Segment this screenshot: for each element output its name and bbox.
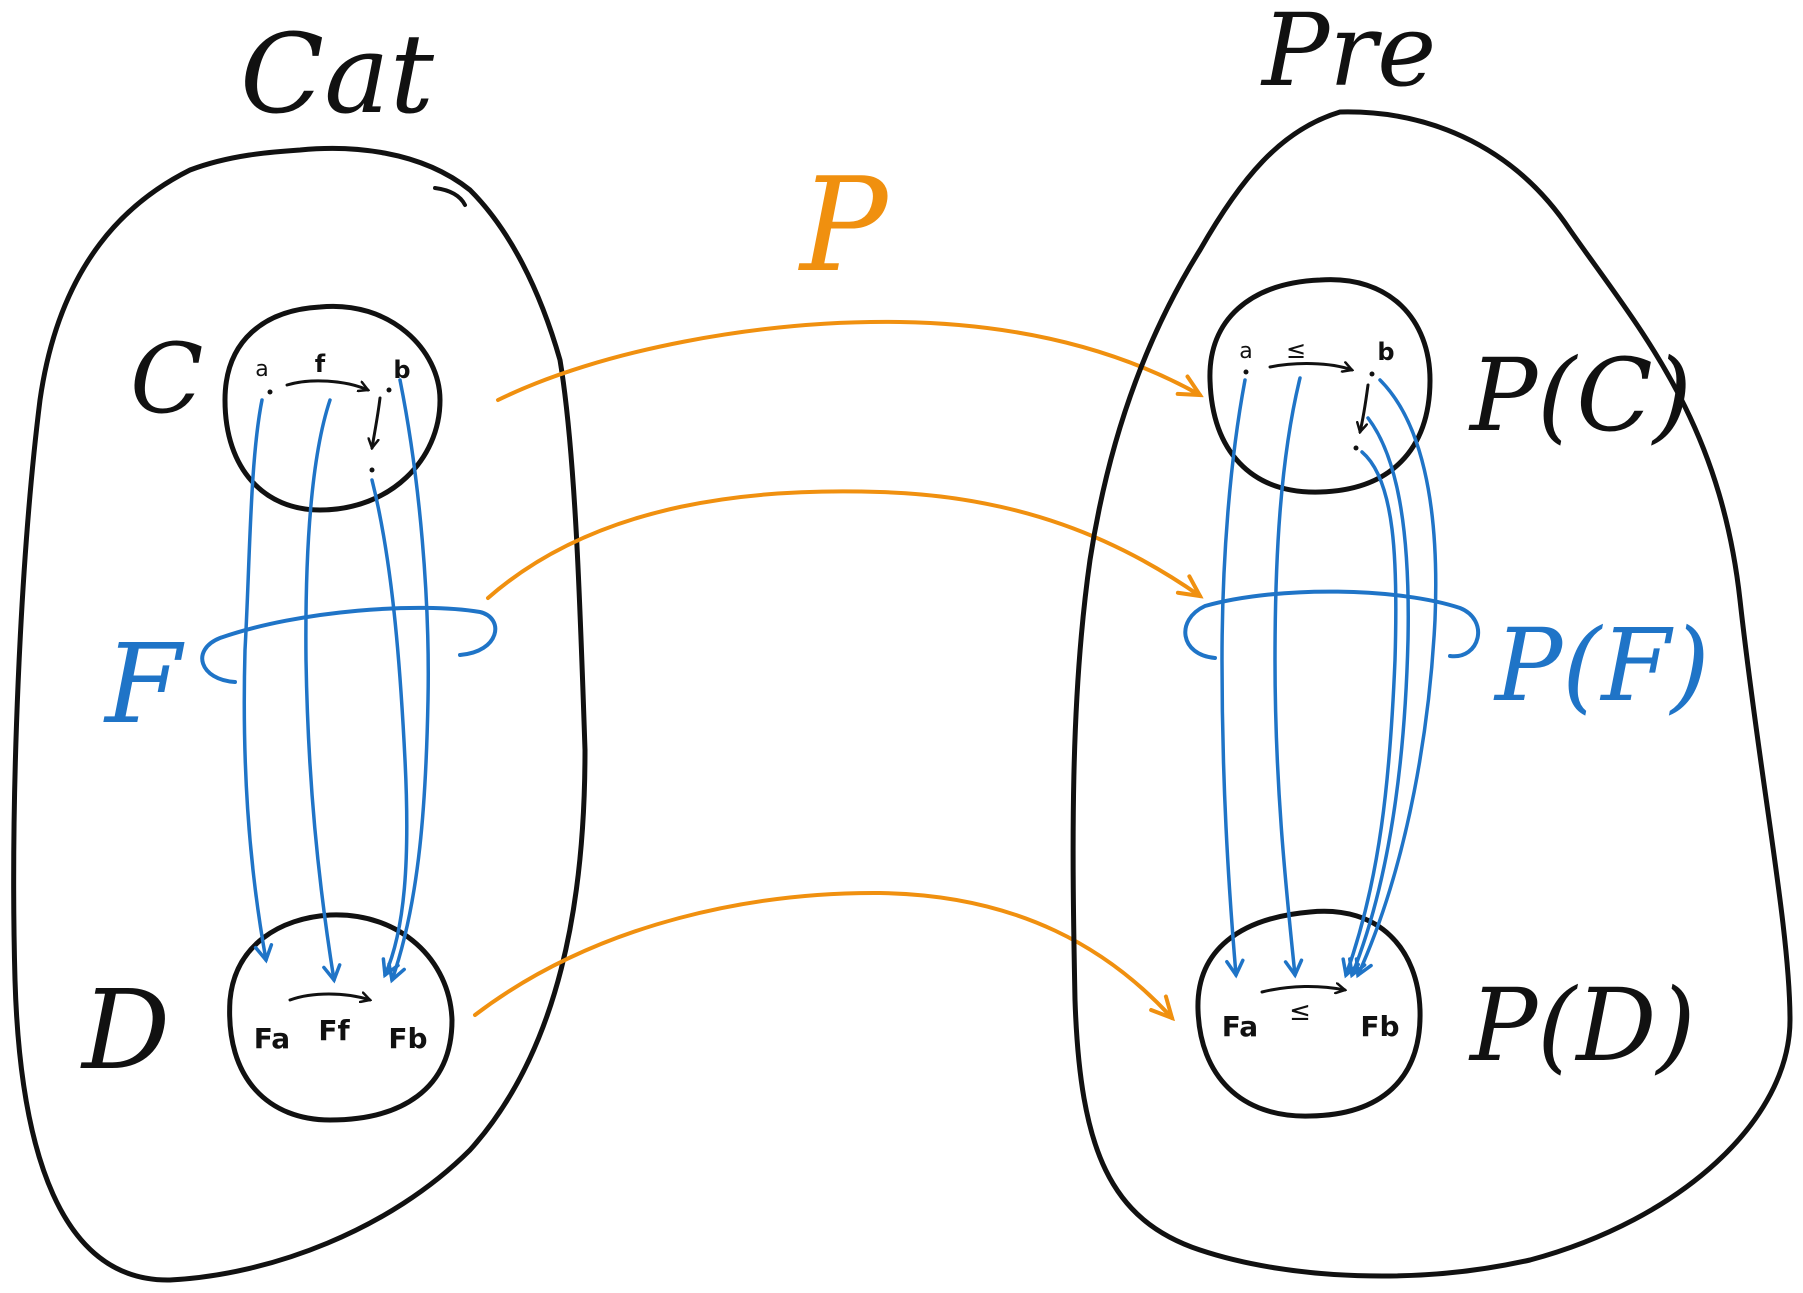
pre-c-dot-a [1243, 369, 1249, 375]
pre-f-loop [1183, 589, 1480, 660]
functor-p-group: P [473, 149, 1200, 1018]
pre-c-object-b: b [1377, 338, 1394, 366]
pre-d-group: P(D) Fa ≤ Fb [1195, 908, 1696, 1119]
functor-f-group: F [103, 378, 498, 984]
pre-d-circle [1195, 908, 1423, 1119]
cat-c-dot-a [267, 389, 273, 395]
cat-blob-tick [433, 186, 467, 207]
cat-d-object-fb: Fb [388, 1022, 427, 1055]
functor-p-map-c [496, 319, 1200, 402]
cat-d-label: D [80, 966, 170, 1094]
functor-f-map-b2 [370, 478, 409, 979]
pre-region: Pre P(C) a b ≤ P(D) Fa ≤ Fb P(F) [1070, 0, 1793, 1279]
pre-f-group: P(F) [1183, 376, 1710, 979]
pre-f-map-b1 [1354, 378, 1438, 979]
functor-f-map-b1 [387, 378, 430, 984]
pre-c-circle [1207, 277, 1433, 495]
cat-c-dot-b [386, 387, 392, 393]
cat-c-object-a: a [255, 357, 268, 382]
pre-c-label: P(C) [1468, 337, 1692, 454]
cat-title: Cat [240, 10, 435, 138]
pre-d-object-fb: Fb [1360, 1010, 1399, 1043]
pre-d-label: P(D) [1468, 967, 1696, 1084]
cat-c-object-b: b [393, 356, 410, 384]
pre-f-label: P(F) [1493, 607, 1710, 724]
functor-p-label: P [798, 149, 890, 301]
pre-title: Pre [1260, 0, 1436, 109]
functor-p-map-f [486, 489, 1200, 600]
cat-blob [11, 145, 588, 1283]
cat-d-arrow-ff [288, 994, 370, 1000]
cat-d-group: D Fa Ff Fb [80, 912, 455, 1123]
pre-c-down-arrow [1360, 383, 1370, 432]
pre-c-group: P(C) a b ≤ [1207, 277, 1692, 495]
functor-f-label: F [103, 620, 185, 748]
cat-c-down-arrow [372, 396, 382, 448]
cat-d-circle [227, 912, 455, 1123]
pre-d-relation: ≤ [1289, 997, 1311, 1027]
cat-c-label: C [130, 323, 203, 435]
functor-f-map-f [304, 398, 342, 984]
functor-f-loop [200, 605, 498, 684]
pre-blob [1070, 109, 1793, 1279]
cat-c-arrow-f [285, 379, 368, 390]
pre-c-arrow [1268, 364, 1352, 370]
pre-c-dot-c [1353, 445, 1359, 451]
pre-f-map-le [1273, 376, 1304, 979]
cat-c-morphism-f: f [315, 350, 326, 378]
pre-c-relation: ≤ [1286, 336, 1306, 364]
cat-c-group: C a b f [130, 303, 443, 513]
pre-f-map-b3 [1341, 450, 1398, 979]
functor-p-map-d [473, 890, 1172, 1018]
cat-c-dot-c [369, 467, 375, 473]
cat-d-morphism-ff: Ff [318, 1014, 350, 1047]
cat-region: Cat C a b f D Fa Ff Fb F [11, 10, 588, 1283]
cat-d-object-fa: Fa [254, 1022, 290, 1055]
pre-c-dot-b [1369, 371, 1375, 377]
cat-c-circle [222, 303, 443, 513]
pre-c-object-a: a [1239, 339, 1252, 364]
pre-d-arrow [1260, 986, 1345, 992]
functor-f-map-a [242, 398, 274, 964]
pre-d-object-fa: Fa [1222, 1010, 1258, 1043]
pre-f-map-a [1220, 378, 1247, 979]
pre-f-map-b2 [1348, 416, 1410, 979]
